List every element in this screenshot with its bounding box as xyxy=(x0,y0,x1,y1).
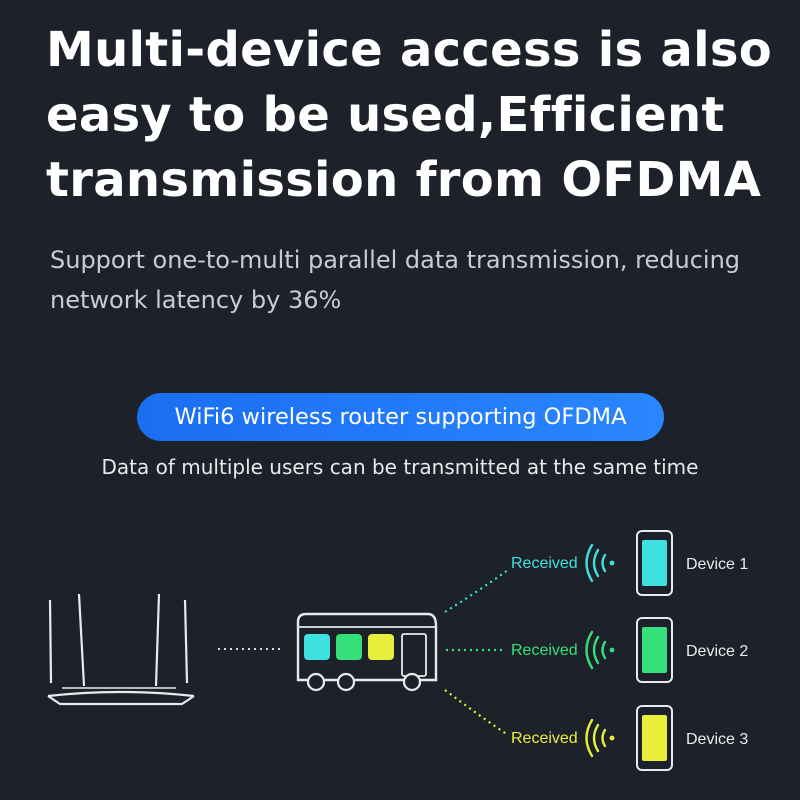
packet-1 xyxy=(304,634,330,660)
received-label-2: Received xyxy=(511,642,578,659)
headline-line-1: Multi-device access is also xyxy=(46,22,773,78)
device-label-1: Device 1 xyxy=(686,556,748,573)
device-label-3: Device 3 xyxy=(686,731,748,748)
smartphone-icon xyxy=(636,530,673,596)
wifi-signal-icon xyxy=(585,630,615,670)
received-label-3: Received xyxy=(511,730,578,747)
headline: Multi-device access is also easy to be u… xyxy=(46,18,786,213)
diagram-caption: Data of multiple users can be transmitte… xyxy=(101,455,699,479)
feature-pill-label: WiFi6 wireless router supporting OFDMA xyxy=(174,404,627,430)
wifi-signal-icon xyxy=(585,543,615,583)
link-line-device-3 xyxy=(444,689,509,736)
subtitle-line-2: network latency by 36% xyxy=(50,286,342,314)
smartphone-icon xyxy=(636,705,673,771)
headline-line-2: easy to be used,Efficient xyxy=(46,87,725,143)
received-label-1: Received xyxy=(511,555,578,572)
ofdma-diagram: Received Received Received Device 1 Devi… xyxy=(47,530,748,771)
headline-line-3: transmission from OFDMA xyxy=(46,152,762,208)
subtitle: Support one-to-multi parallel data trans… xyxy=(50,240,750,320)
wifi-signal-icon xyxy=(585,718,615,758)
smartphone-icon xyxy=(636,617,673,683)
router-icon xyxy=(47,593,195,706)
packet-2 xyxy=(336,634,362,660)
feature-pill: WiFi6 wireless router supporting OFDMA xyxy=(137,393,664,441)
bus-icon xyxy=(296,612,438,692)
subtitle-line-1: Support one-to-multi parallel data trans… xyxy=(50,246,741,274)
link-line-device-1 xyxy=(444,569,509,613)
packet-3 xyxy=(368,634,394,660)
device-label-2: Device 2 xyxy=(686,643,748,660)
